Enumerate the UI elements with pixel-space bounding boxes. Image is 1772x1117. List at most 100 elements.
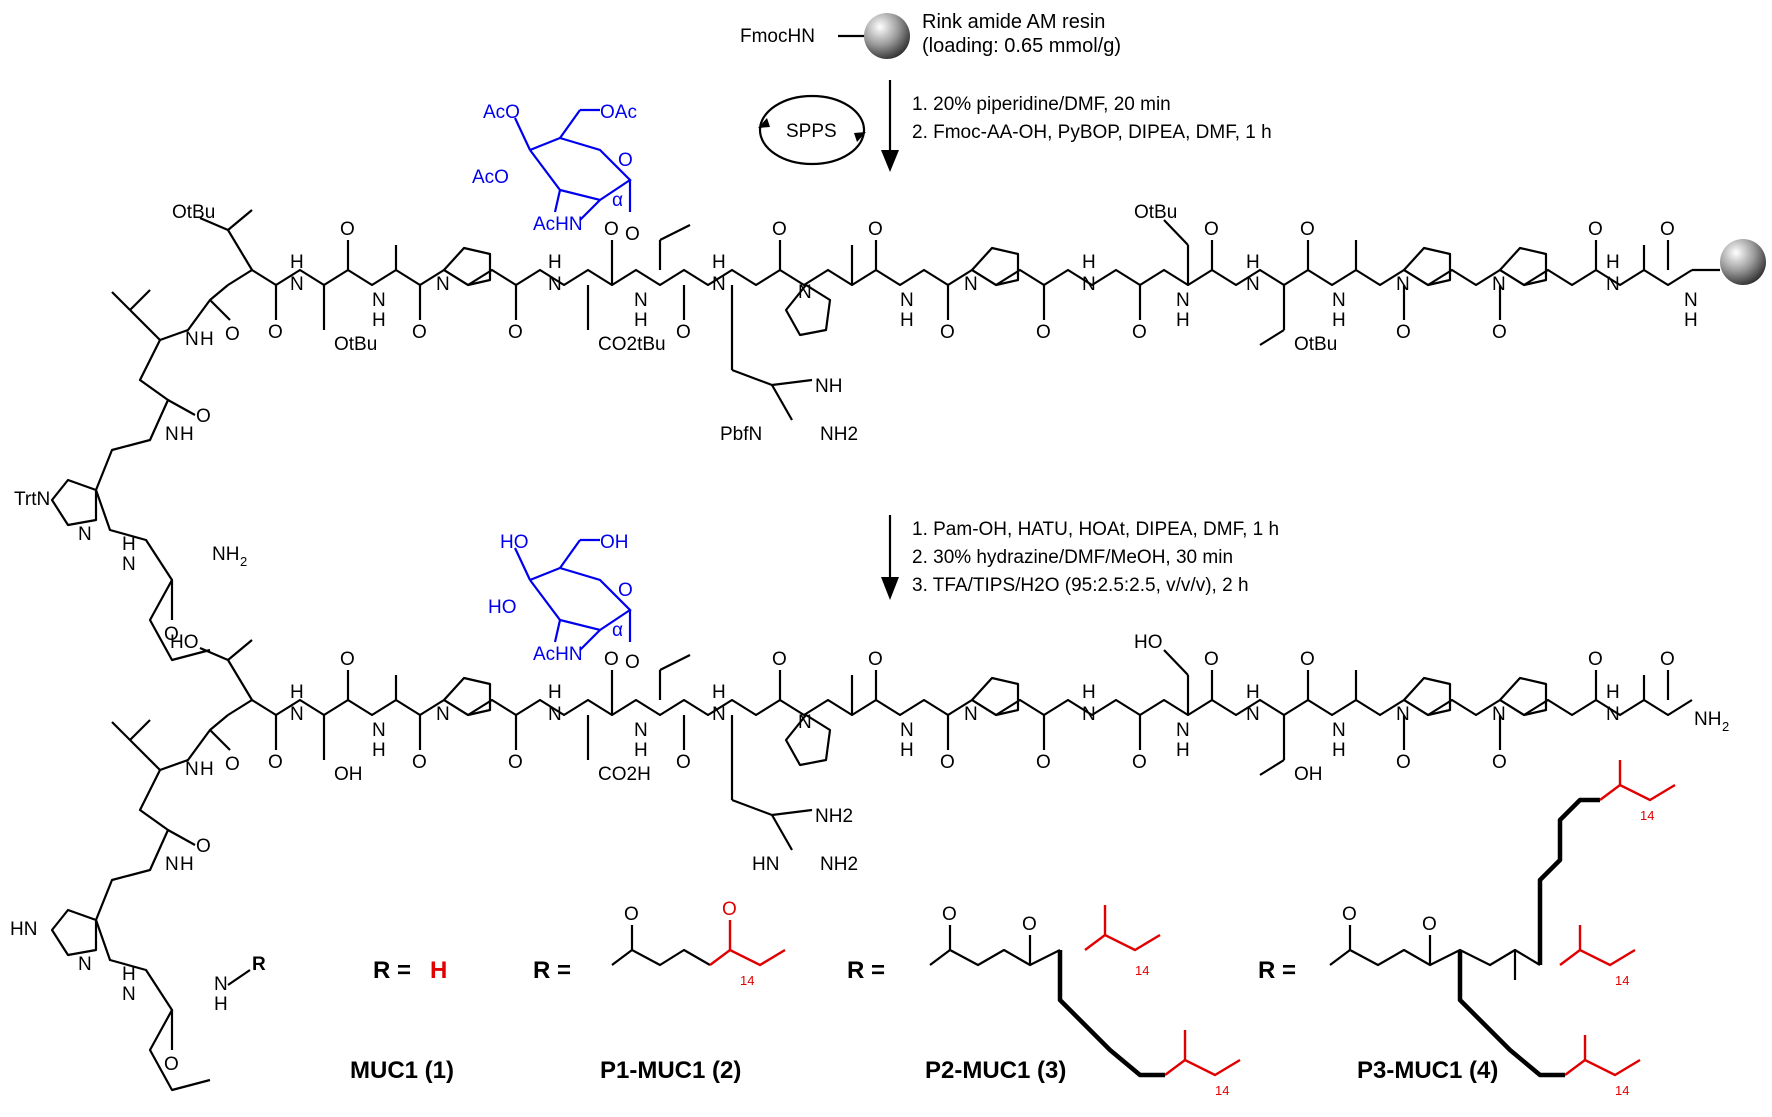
svg-text:N: N (634, 720, 648, 741)
svg-text:H: H (372, 310, 386, 331)
compound-1-label: MUC1 (1) (350, 1057, 454, 1084)
svg-text:O: O (868, 219, 883, 240)
svg-text:H: H (200, 759, 214, 780)
svg-text:N: N (78, 954, 92, 975)
sugar-oac: OAc (600, 102, 637, 123)
sugar-aco-2: AcO (472, 167, 509, 188)
r2-repeat: 14 (740, 973, 754, 988)
svg-text:N: N (548, 274, 562, 295)
svg-text:O: O (268, 322, 283, 343)
svg-text:O: O (225, 324, 240, 345)
svg-text:O: O (722, 899, 737, 920)
svg-text:O: O (508, 752, 523, 773)
sugar-alpha: α (612, 190, 623, 211)
svg-text:O: O (604, 649, 619, 670)
his-trtn: TrtN (14, 489, 50, 510)
svg-text:N: N (1082, 274, 1096, 295)
svg-text:N: N (1492, 274, 1506, 295)
svg-text:N: N (290, 704, 304, 725)
svg-text:N: N (1606, 704, 1620, 725)
svg-text:N: N (1332, 290, 1346, 311)
svg-text:O: O (1204, 649, 1219, 670)
svg-text:O: O (1660, 649, 1675, 670)
svg-text:H: H (1082, 252, 1096, 273)
svg-text:H: H (1176, 740, 1190, 761)
spps-cycle-icon (758, 94, 866, 166)
protected-prolines: N N N N N (436, 246, 1548, 337)
svg-text:R: R (252, 954, 266, 975)
svg-text:N: N (436, 704, 450, 725)
final-ser-oh: OH (334, 764, 363, 785)
thr1-otbu: OtBu (172, 202, 215, 223)
svg-text:N: N (290, 274, 304, 295)
svg-text:O: O (604, 219, 619, 240)
step2-arrow-icon (881, 577, 899, 600)
r4-label: R = (1258, 957, 1296, 984)
svg-text:O: O (340, 649, 355, 670)
svg-text:H: H (180, 424, 194, 445)
final-sugar-ho-1: HO (500, 532, 529, 553)
svg-text:O: O (940, 752, 955, 773)
step1-arrow-icon (881, 150, 899, 172)
svg-text:N: N (1176, 290, 1190, 311)
arg-pbfn: PbfN (720, 424, 762, 445)
protected-carbonyls: O O O O O O O O O O O O O O O O O (268, 219, 1675, 343)
step1: SPPS 1. 20% piperidine/DMF, 20 min 2. Fm… (758, 80, 1272, 172)
svg-text:N: N (1396, 274, 1410, 295)
svg-text:2: 2 (240, 554, 247, 569)
svg-text:N: N (634, 290, 648, 311)
svg-text:N: N (436, 274, 450, 295)
svg-text:H: H (200, 329, 214, 350)
svg-text:O: O (196, 836, 211, 857)
arg-nh2: NH2 (820, 424, 858, 445)
svg-text:O: O (624, 904, 639, 925)
protected-sugar: AcO OAc AcO AcHN α O (472, 102, 637, 235)
svg-text:H: H (712, 252, 726, 273)
svg-text:H: H (634, 740, 648, 761)
svg-text:O: O (1300, 649, 1315, 670)
compound-3-label: P2-MUC1 (3) (925, 1057, 1066, 1084)
r3-repeat-2: 14 (1215, 1083, 1229, 1098)
fmoc-label: FmocHN (740, 26, 815, 47)
svg-text:N: N (798, 282, 812, 303)
final-amides: HN NH HN NH HN NH HN NH HN NH HN (290, 682, 1620, 761)
ser-otbu: OtBu (334, 334, 377, 355)
svg-text:O: O (1036, 322, 1051, 343)
svg-text:N: N (372, 290, 386, 311)
compound-2-label: P1-MUC1 (2) (600, 1057, 741, 1084)
svg-text:O: O (676, 752, 691, 773)
r3-label: R = (847, 957, 885, 984)
final-peptide: HO OH HO AcHN α O O O O O O O O O O O O … (10, 532, 1729, 1092)
svg-text:N: N (1082, 704, 1096, 725)
svg-text:N: N (78, 524, 92, 545)
thr2-otbu: OtBu (1294, 334, 1337, 355)
svg-text:N: N (1606, 274, 1620, 295)
svg-text:O: O (164, 624, 179, 645)
svg-text:2: 2 (1722, 719, 1729, 734)
svg-text:O: O (225, 754, 240, 775)
svg-text:N: N (548, 704, 562, 725)
svg-text:O: O (868, 649, 883, 670)
r-groups: R = H MUC1 (1) R = O O 14 P1-MUC1 (2) R … (350, 760, 1676, 1098)
final-sugar-ho-2: HO (488, 597, 517, 618)
glyco-o: O (625, 224, 640, 245)
svg-text:H: H (1176, 310, 1190, 331)
asp-co2tbu: CO2tBu (598, 334, 666, 355)
svg-text:N: N (122, 554, 136, 575)
svg-text:N: N (798, 712, 812, 733)
sugar-achn: AcHN (533, 214, 583, 235)
svg-text:N: N (122, 984, 136, 1005)
svg-text:H: H (712, 682, 726, 703)
svg-text:O: O (1342, 904, 1357, 925)
svg-text:H: H (1606, 682, 1620, 703)
final-sugar-alpha: α (612, 620, 623, 641)
step2-condition-3: 3. TFA/TIPS/H2O (95:2.5:2.5, v/v/v), 2 h (912, 575, 1249, 596)
svg-text:N: N (185, 759, 199, 780)
sugar-ring-o: O (618, 150, 633, 171)
final-sugar-achn: AcHN (533, 644, 583, 665)
svg-text:O: O (268, 752, 283, 773)
protected-peptide: AcO OAc AcO AcHN α O O O O O O O O O O O… (14, 102, 1766, 662)
svg-text:H: H (122, 534, 136, 555)
svg-text:N: N (1684, 290, 1698, 311)
final-arg-nh2: NH2 (820, 854, 858, 875)
